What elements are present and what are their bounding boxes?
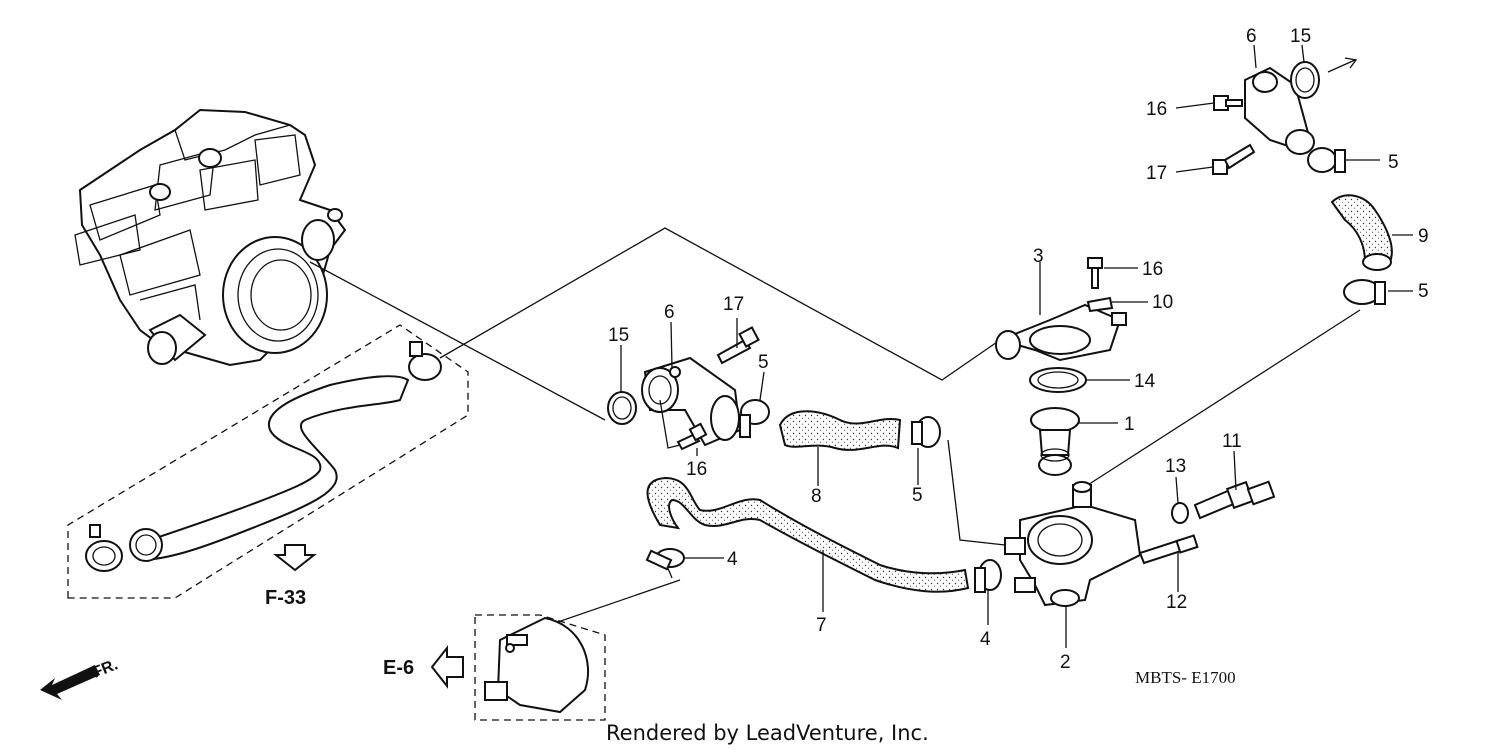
clamp-5-center [739, 399, 770, 438]
callout-14: 14 [1134, 371, 1156, 392]
callout-17: 17 [1146, 163, 1167, 184]
thermostat [1030, 407, 1080, 476]
clamp-4-right [974, 559, 1002, 593]
clamp-5-upper [1307, 147, 1346, 173]
callout-9: 9 [1418, 226, 1429, 247]
clamp-5-right [911, 416, 941, 448]
clamp-4-left [645, 548, 685, 571]
clamp-5-lower [1343, 279, 1386, 305]
front-label: FR. [90, 656, 120, 681]
callout-15: 15 [608, 325, 629, 346]
callout-10: 10 [1152, 292, 1173, 313]
water-joint-center [641, 356, 742, 447]
callout-2: 2 [1060, 652, 1071, 673]
bolt-16-cover [1087, 257, 1103, 289]
callout-4: 4 [727, 549, 738, 570]
washer-13 [1171, 502, 1189, 524]
clip-10 [1086, 296, 1114, 313]
lower-hose-group [67, 324, 469, 599]
callout-15: 15 [1290, 26, 1311, 47]
sensor-12 [1138, 534, 1199, 565]
ref-f33[interactable]: F-33 [265, 544, 317, 609]
bolt-17-center [716, 326, 760, 365]
callout-17: 17 [723, 294, 744, 315]
o-ring-upper [1290, 61, 1320, 99]
front-marker: FR. [40, 656, 120, 700]
callout-5: 5 [1418, 281, 1429, 302]
thermostat-housing [1004, 481, 1142, 607]
hose-8 [778, 410, 902, 451]
callout-6: 6 [664, 302, 675, 323]
catalog-code: MBTS- E1700 [1135, 668, 1236, 687]
hose-7 [646, 476, 970, 593]
ref-e6-label[interactable]: E-6 [383, 657, 414, 679]
callout-4: 4 [980, 629, 991, 650]
hose-9 [1330, 194, 1393, 263]
callout-16: 16 [1142, 259, 1163, 280]
render-credit: Rendered by LeadVenture, Inc. [606, 721, 929, 745]
thermostat-cover [995, 303, 1127, 362]
callout-leaders [620, 44, 1413, 648]
front-arrow-icon [40, 665, 100, 700]
callout-8: 8 [811, 486, 822, 507]
down-arrow-icon [273, 544, 317, 572]
sensor-11 [1193, 480, 1276, 520]
callout-labels: 1 2 3 4 4 5 5 5 5 6 6 7 8 9 10 11 12 13 … [608, 26, 1429, 673]
callout-13: 13 [1165, 456, 1186, 477]
callout-7: 7 [816, 615, 827, 636]
left-arrow-icon [430, 645, 464, 689]
ref-f33-label[interactable]: F-33 [265, 587, 306, 609]
callout-11: 11 [1222, 431, 1242, 452]
bolt-16-upper [1213, 95, 1243, 111]
callout-6: 6 [1246, 26, 1257, 47]
callout-16: 16 [686, 459, 707, 480]
callout-5: 5 [912, 485, 923, 506]
callout-12: 12 [1166, 592, 1187, 613]
bolt-16-center [676, 422, 708, 451]
direction-arrow [1327, 57, 1358, 73]
ref-e6[interactable]: E-6 [383, 645, 464, 689]
radiator-cap-group [474, 614, 606, 721]
callout-5: 5 [758, 352, 769, 373]
callout-5: 5 [1388, 152, 1399, 173]
engine-block [74, 108, 347, 367]
callout-3: 3 [1033, 246, 1044, 267]
callout-1: 1 [1124, 414, 1135, 435]
bolt-17-upper [1212, 143, 1256, 175]
callout-16: 16 [1146, 99, 1167, 120]
